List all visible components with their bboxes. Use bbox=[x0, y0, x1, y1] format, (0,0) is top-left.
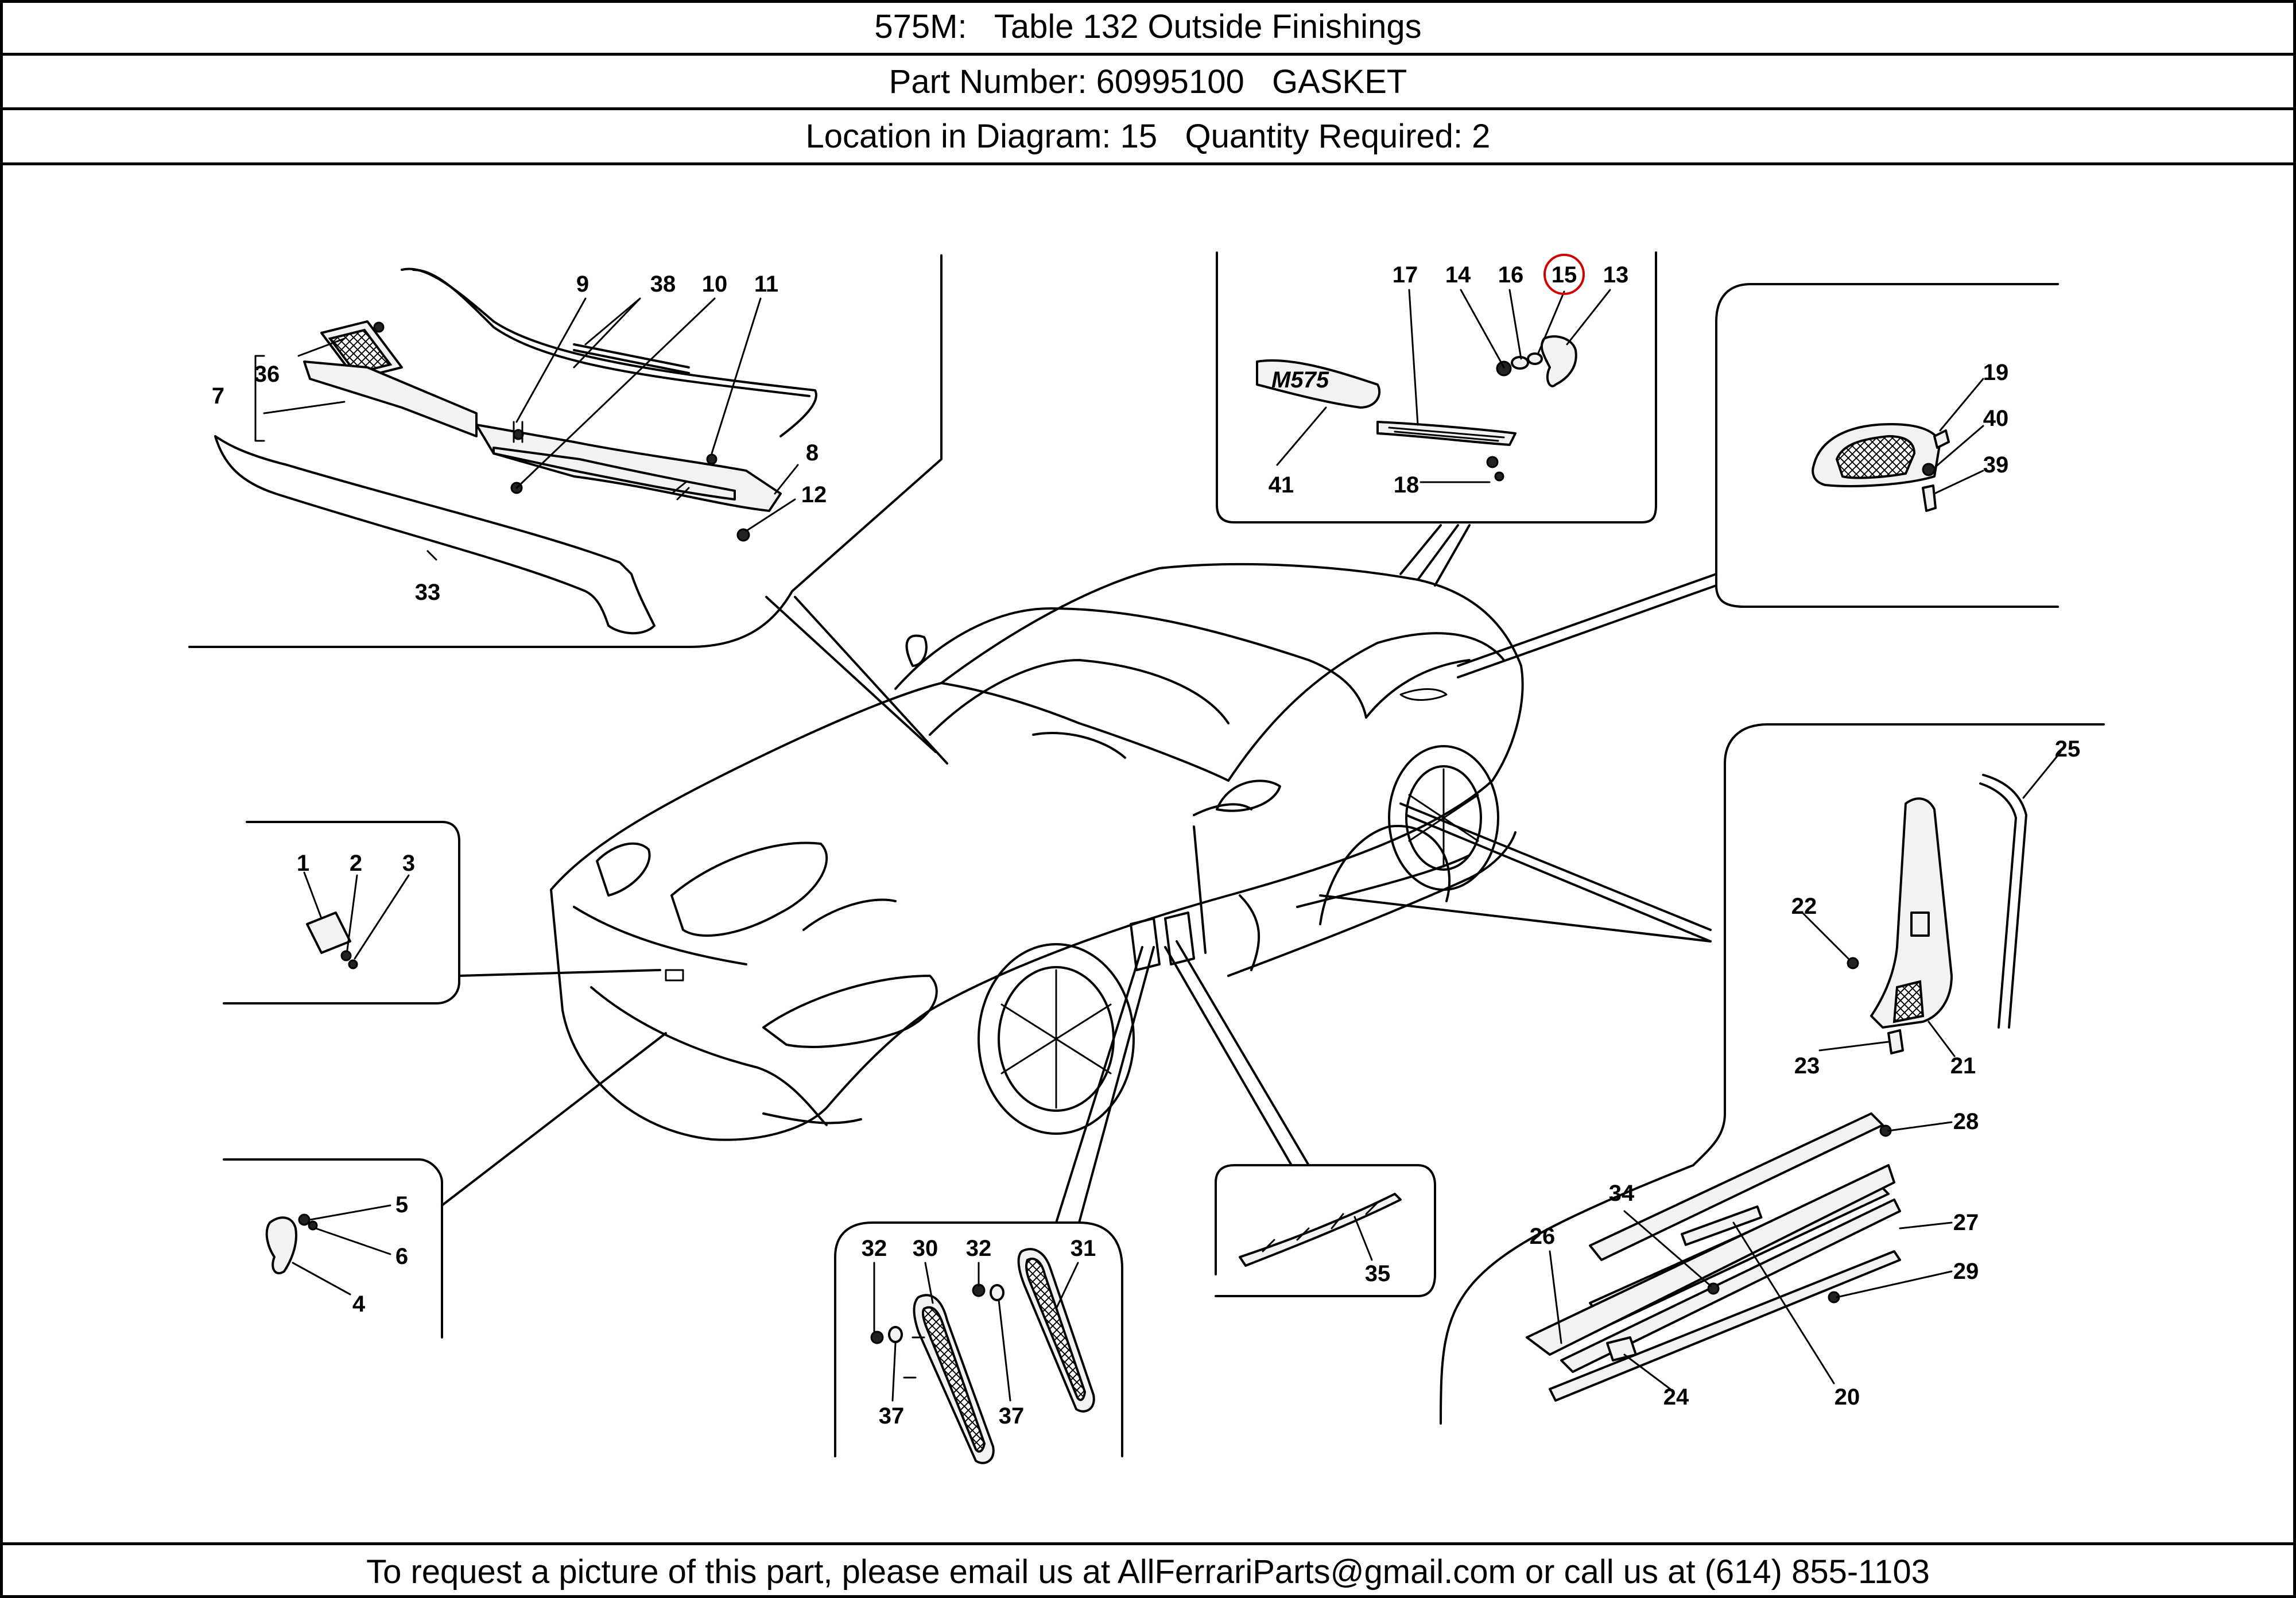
callout-16: 16 bbox=[1498, 262, 1524, 288]
script-emblem-group bbox=[1239, 1193, 1402, 1267]
badges-group: M575 bbox=[1256, 289, 1611, 483]
callout-4: 4 bbox=[352, 1291, 366, 1317]
cowl-parts-group bbox=[214, 267, 817, 635]
callout-14: 14 bbox=[1445, 262, 1471, 288]
panel-border-lines bbox=[188, 251, 2105, 1457]
callout-37-left: 37 bbox=[879, 1403, 905, 1429]
front-plate-group bbox=[303, 871, 410, 969]
callout-33: 33 bbox=[415, 580, 441, 605]
callout-6: 6 bbox=[395, 1244, 408, 1269]
callout-25: 25 bbox=[2055, 736, 2081, 762]
callout-32-right: 32 bbox=[966, 1236, 992, 1261]
callout-5: 5 bbox=[395, 1192, 408, 1217]
callout-32-left: 32 bbox=[862, 1236, 887, 1261]
side-grilles-group bbox=[870, 1248, 1095, 1464]
callout-27: 27 bbox=[1953, 1210, 1979, 1235]
callout-24: 24 bbox=[1663, 1384, 1689, 1410]
callout-17: 17 bbox=[1393, 262, 1418, 288]
car-body-outline bbox=[550, 563, 1524, 1141]
horse-emblem-group bbox=[265, 1204, 391, 1296]
callout-34: 34 bbox=[1609, 1181, 1635, 1206]
callout-11: 11 bbox=[754, 271, 778, 297]
callout-19: 19 bbox=[1983, 360, 2009, 385]
model-badge-lettering: M575 bbox=[1271, 367, 1329, 393]
callout-22: 22 bbox=[1791, 894, 1817, 919]
callout-3: 3 bbox=[402, 851, 415, 876]
callout-10: 10 bbox=[702, 271, 728, 297]
callout-38: 38 bbox=[650, 271, 676, 297]
part-number-line: Part Number: 60995100 GASKET bbox=[0, 56, 2296, 110]
callout-13: 13 bbox=[1603, 262, 1629, 288]
callout-2: 2 bbox=[350, 851, 362, 876]
callout-37-right: 37 bbox=[999, 1403, 1025, 1429]
highlight-circle-part-15 bbox=[1543, 254, 1585, 295]
callout-21: 21 bbox=[1950, 1053, 1976, 1079]
callout-28: 28 bbox=[1953, 1109, 1979, 1134]
callout-8: 8 bbox=[806, 440, 819, 466]
callout-23: 23 bbox=[1794, 1053, 1820, 1079]
callout-1: 1 bbox=[297, 851, 309, 876]
callout-20: 20 bbox=[1835, 1384, 1860, 1410]
callout-7: 7 bbox=[212, 383, 224, 409]
callout-31: 31 bbox=[1071, 1236, 1096, 1261]
callout-36: 36 bbox=[254, 362, 280, 387]
callout-40: 40 bbox=[1983, 406, 2009, 431]
fuel-door-group bbox=[1812, 378, 1984, 512]
callout-15: 15 bbox=[1552, 262, 1577, 288]
callout-12: 12 bbox=[801, 482, 827, 507]
location-quantity-line: Location in Diagram: 15 Quantity Require… bbox=[0, 110, 2296, 165]
callout-39: 39 bbox=[1983, 452, 2009, 478]
callout-35: 35 bbox=[1365, 1261, 1391, 1286]
callout-26: 26 bbox=[1530, 1224, 1556, 1249]
callout-labels: 9 38 10 11 36 7 8 12 33 17 14 16 15 13 4… bbox=[212, 262, 2080, 1429]
callout-9: 9 bbox=[576, 271, 589, 297]
contact-footer: To request a picture of this part, pleas… bbox=[0, 1542, 2296, 1598]
door-sill-group bbox=[1526, 751, 2062, 1402]
callout-18: 18 bbox=[1394, 472, 1420, 498]
page-title: 575M: Table 132 Outside Finishings bbox=[0, 0, 2296, 56]
callout-41: 41 bbox=[1269, 472, 1294, 498]
exploded-parts-diagram: M575 bbox=[188, 251, 2105, 1464]
callout-29: 29 bbox=[1953, 1259, 1979, 1284]
callout-30: 30 bbox=[913, 1236, 938, 1261]
